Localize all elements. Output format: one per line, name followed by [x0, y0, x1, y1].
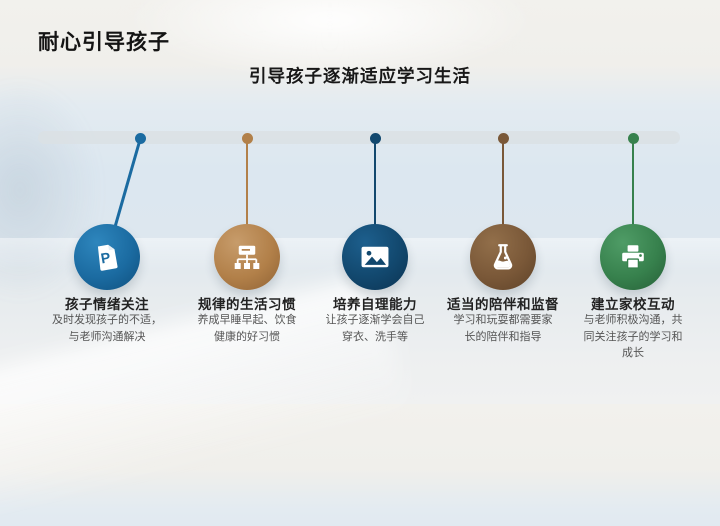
- connector-line: [501, 138, 505, 226]
- timeline-dot: [241, 132, 253, 144]
- milestone-heading: 规律的生活习惯: [198, 297, 296, 312]
- flask-icon: [484, 238, 522, 276]
- milestone-description: 学习和玩耍都需要家 长的陪伴和指导: [453, 314, 553, 343]
- milestone-heading: 建立家校互动: [591, 297, 675, 312]
- milestone-circle: [342, 224, 408, 290]
- milestone-description: 及时发现孩子的不适， 与老师沟通解决: [52, 314, 162, 343]
- milestone-circle: [214, 224, 280, 290]
- timeline-item: 适当的陪伴和监督 学习和玩耍都需要家 长的陪伴和指导: [428, 0, 578, 404]
- timeline-item: 建立家校互动 与老师积极沟通，共 同关注孩子的学习和 成长: [558, 0, 708, 404]
- image-icon: [356, 238, 394, 276]
- printer-icon: [615, 239, 651, 275]
- milestone-description: 养成早睡早起、饮食 健康的好习惯: [197, 314, 297, 343]
- slide-subtitle: 引导孩子逐渐适应学习生活: [249, 66, 471, 86]
- timeline-dot: [627, 132, 639, 144]
- milestone-heading: 培养自理能力: [333, 297, 417, 312]
- timeline-item: 培养自理能力 让孩子逐渐学会自己 穿衣、洗手等: [300, 0, 450, 404]
- svg-text:P: P: [100, 250, 113, 267]
- milestone-description: 与老师积极沟通，共 同关注孩子的学习和 成长: [583, 314, 683, 359]
- timeline-item: P 孩子情绪关注 及时发现孩子的不适， 与老师沟通解决: [32, 0, 182, 404]
- document-p-icon: P: [88, 238, 126, 276]
- milestone-heading: 孩子情绪关注: [65, 297, 149, 312]
- timeline-dot: [497, 132, 509, 144]
- milestone-description: 让孩子逐渐学会自己 穿衣、洗手等: [325, 314, 425, 343]
- timeline-item: 规律的生活习惯 养成早睡早起、饮食 健康的好习惯: [172, 0, 322, 404]
- connector-line: [113, 137, 142, 228]
- milestone-circle: [470, 224, 536, 290]
- milestone-circle: [600, 224, 666, 290]
- milestone-circle: P: [74, 224, 140, 290]
- timeline-bar: [38, 131, 680, 144]
- timeline-dot: [134, 132, 146, 144]
- timeline-dot: [369, 132, 381, 144]
- connector-line: [631, 138, 635, 226]
- sitemap-icon: [229, 239, 265, 275]
- slide-title: 耐心引导孩子: [38, 31, 170, 54]
- milestone-heading: 适当的陪伴和监督: [447, 297, 559, 312]
- connector-line: [245, 138, 249, 226]
- connector-line: [373, 138, 377, 226]
